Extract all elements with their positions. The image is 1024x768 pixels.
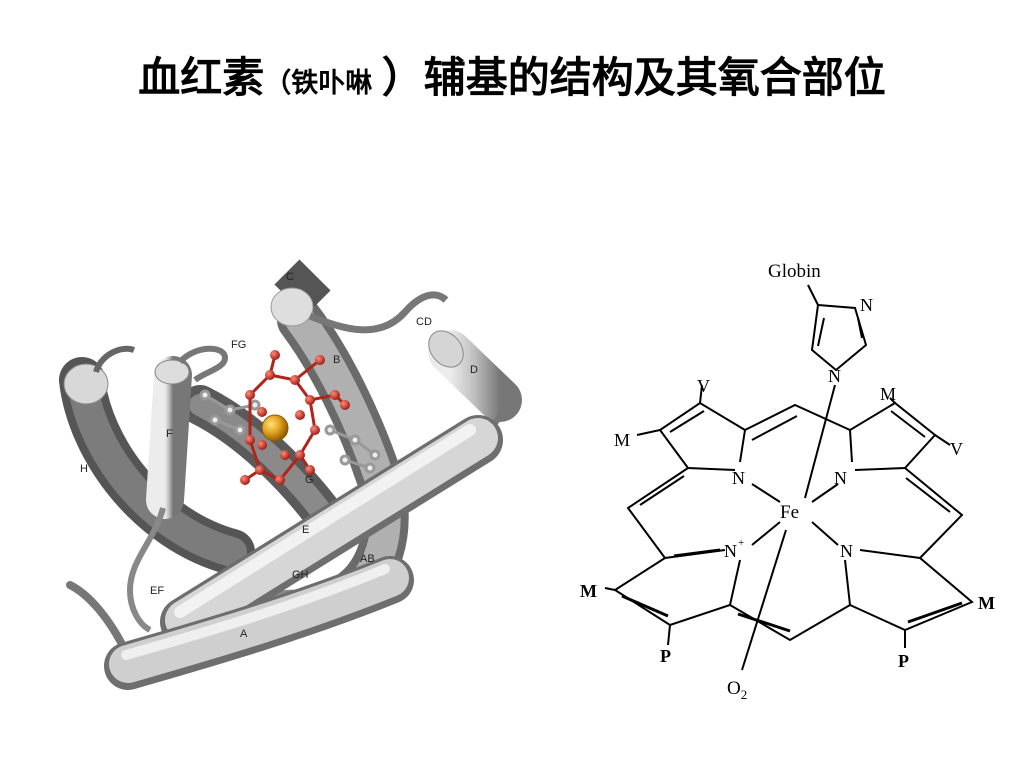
label-imidazole-n-bottom: N	[828, 366, 841, 386]
label-helix-c: C	[286, 271, 294, 283]
helix-f	[146, 356, 192, 519]
label-p-right: P	[898, 651, 909, 671]
fe-his-bond	[804, 384, 836, 499]
label-helix-b: B	[333, 354, 340, 366]
label-p-left: P	[660, 646, 671, 666]
globin-ribbon-model: C CD FG B D F H G E GH AB EF A	[59, 259, 522, 690]
helix-a	[109, 559, 409, 683]
fe-o2-bond	[741, 529, 787, 671]
helix-e	[165, 418, 498, 640]
label-n-lower-right: N	[840, 541, 853, 561]
label-n-upper-right: N	[834, 468, 847, 488]
helix-f-cap	[154, 359, 190, 385]
label-globin: Globin	[768, 261, 821, 282]
slide-title: 血红素（铁卟啉 ）辅基的结构及其氧合部位	[0, 44, 1024, 105]
label-loop-fg: FG	[231, 339, 246, 351]
helix-d-cap	[428, 330, 464, 368]
iron-atom	[261, 414, 289, 442]
label-n-upper-left: N	[732, 468, 745, 488]
heme-structural-formula	[604, 284, 974, 671]
helix-h-highlight	[67, 365, 247, 567]
loop-fg	[177, 345, 229, 383]
label-helix-f: F	[166, 428, 173, 440]
label-loop-gh: GH	[292, 569, 309, 581]
label-m-left: M	[614, 430, 630, 450]
label-helix-e: E	[302, 524, 309, 536]
title-paren-close: ）	[381, 53, 424, 102]
loop-cd	[308, 291, 449, 334]
pyrrole-lower-left	[613, 549, 741, 627]
label-imidazole-n: N	[860, 295, 873, 315]
helix-a-highlight	[121, 564, 390, 660]
loop-ef	[126, 507, 166, 633]
label-m-bottom-right: M	[978, 593, 995, 613]
label-n-lower-left-charge: +	[738, 537, 744, 549]
label-fe: Fe	[780, 502, 799, 523]
label-v-top-left: V	[697, 376, 710, 396]
globin-bond	[807, 284, 819, 306]
pyrrole-upper-left	[658, 401, 747, 471]
label-helix-g: G	[305, 474, 314, 486]
label-v-right: V	[950, 439, 963, 459]
label-o2: O2	[727, 678, 747, 702]
label-helix-d: D	[470, 364, 478, 376]
label-m-bottom-left: M	[580, 581, 597, 601]
pyrrole-upper-right	[848, 401, 937, 471]
title-part2: 辅基的结构及其氧合部位	[423, 53, 886, 102]
heme-labels: Globin N N V M M V N N Fe N + N M M P P …	[580, 261, 995, 702]
helix-h-cap	[63, 363, 109, 405]
helix-e-highlight	[174, 424, 476, 618]
title-part1: 血红素	[138, 53, 265, 102]
label-loop-ef: EF	[150, 585, 164, 597]
pyrrole-lower-right	[844, 549, 974, 632]
imidazole-ring	[810, 303, 868, 372]
title-inner: 铁卟啉	[291, 68, 382, 99]
loop-h-top	[93, 345, 136, 374]
n-terminus	[66, 581, 129, 654]
label-loop-ab: AB	[360, 553, 375, 565]
helix-c-cap	[270, 287, 314, 327]
heme-group	[240, 350, 350, 485]
label-helix-h: H	[80, 463, 88, 475]
title-paren-open: （	[264, 68, 292, 99]
label-m-top-right: M	[880, 384, 896, 404]
label-n-lower-left: N	[724, 541, 737, 561]
label-helix-a: A	[240, 628, 248, 640]
label-loop-cd: CD	[416, 316, 432, 328]
